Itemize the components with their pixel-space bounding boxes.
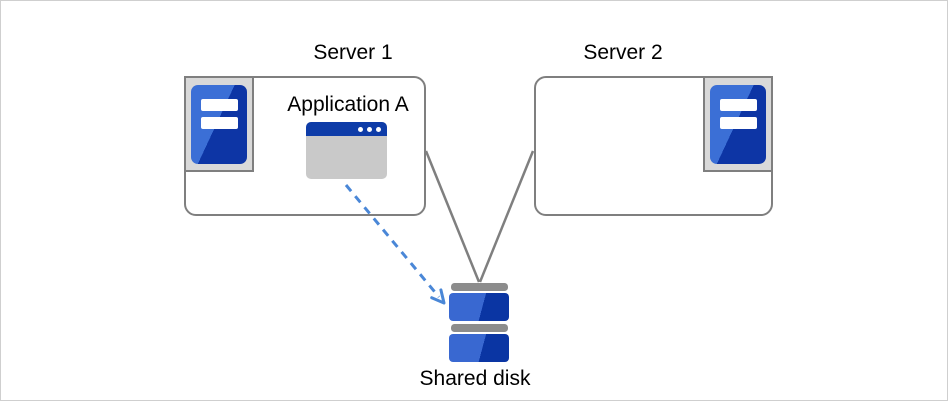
server-slot-bar xyxy=(201,98,238,111)
server-tower-icon xyxy=(710,84,766,164)
window-dot-icon xyxy=(367,126,372,132)
disk-platter xyxy=(449,293,509,321)
disk-cap xyxy=(450,324,508,332)
server1-icon-box xyxy=(184,76,254,172)
disk-stack-icon xyxy=(449,283,509,365)
server2-icon-box xyxy=(703,76,773,172)
server-tower-icon xyxy=(191,84,247,164)
server1-label: Server 1 xyxy=(313,41,393,64)
server-slot-bar xyxy=(720,116,757,129)
disk-platter xyxy=(449,334,509,362)
server1-to-disk-line xyxy=(424,150,481,283)
application-window-titlebar xyxy=(306,122,387,136)
server-slot-bar xyxy=(720,98,757,111)
server2-to-disk-line xyxy=(478,150,535,283)
server-slot-bar xyxy=(201,116,238,129)
application-a-label: Application A xyxy=(287,93,409,116)
app-to-disk-arrowhead-icon xyxy=(430,288,446,305)
shared-disk-label: Shared disk xyxy=(419,367,531,390)
application-window-icon xyxy=(306,122,387,179)
disk-cap xyxy=(450,283,508,291)
window-dot-icon xyxy=(376,126,381,132)
window-dot-icon xyxy=(358,126,363,132)
server2-label: Server 2 xyxy=(583,41,663,64)
